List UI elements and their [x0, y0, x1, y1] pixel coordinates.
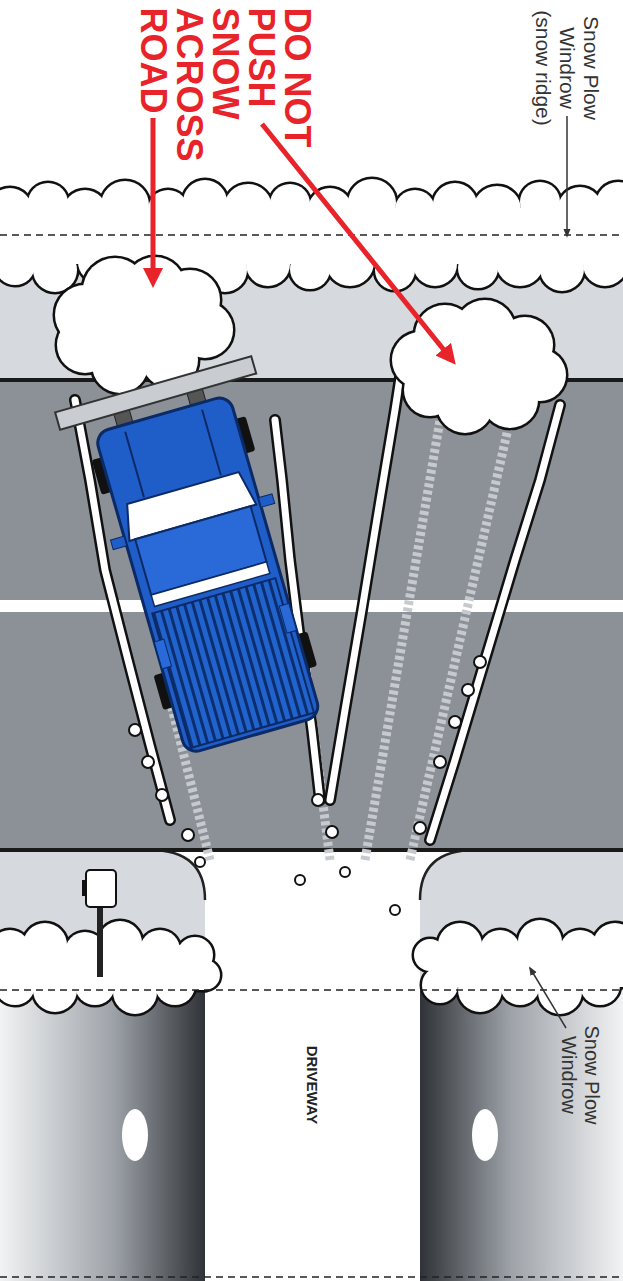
leader-line — [530, 968, 566, 1028]
dashed-line — [0, 234, 623, 236]
center-line — [0, 600, 623, 612]
ditch — [0, 990, 205, 1281]
dashed-line — [0, 1276, 623, 1278]
part-label: Snow Plow Windrow — [557, 1015, 603, 1135]
snow-windrow — [414, 920, 623, 1014]
snow-windrow — [0, 921, 220, 1014]
area-label: DRIVEWAY — [304, 1025, 321, 1145]
part-label: Snow Plow Windrow (snow ridge) — [531, 4, 603, 132]
driveway — [150, 850, 475, 1281]
culvert — [472, 1109, 498, 1161]
road-edge — [0, 848, 623, 852]
snow-windrow — [414, 920, 623, 1014]
driveway-edge — [420, 850, 475, 900]
warning-text: DO NOT PUSH SNOW ACROSS ROAD — [135, 8, 315, 183]
warning-arrow — [151, 118, 156, 282]
warning-arrow — [262, 124, 452, 360]
leader-line — [566, 116, 568, 236]
dashed-line — [0, 989, 623, 991]
snow-windrow — [0, 921, 220, 1014]
mailbox — [82, 870, 116, 977]
ditch — [420, 990, 623, 1281]
road-lanes — [0, 380, 623, 850]
culvert — [122, 1109, 148, 1161]
plow-truck — [55, 356, 352, 763]
